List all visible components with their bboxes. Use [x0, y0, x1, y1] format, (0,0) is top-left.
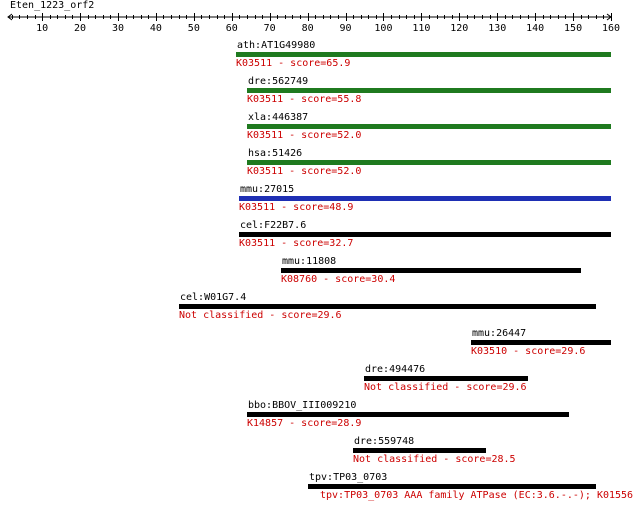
hit-name: dre:494476: [365, 364, 426, 375]
hit-name: cel:F22B7.6: [240, 220, 307, 231]
axis-tick-label: 140: [526, 23, 544, 34]
hit-annotation-link[interactable]: Not classified - score=29.6: [179, 310, 342, 321]
hit-alignment-bar[interactable]: [247, 412, 569, 417]
hit-alignment-bar[interactable]: [236, 52, 611, 57]
hit-alignment-bar[interactable]: [281, 268, 581, 273]
hit-name: ath:AT1G49980: [237, 40, 316, 51]
axis-tick-label: 70: [264, 23, 276, 34]
axis-tick-label: 10: [36, 23, 48, 34]
hit-annotation-link[interactable]: K03511 - score=65.9: [236, 58, 351, 69]
axis-tick-label: 40: [150, 23, 162, 34]
hit-annotation-link[interactable]: K03511 - score=52.0: [247, 166, 362, 177]
axis-tick-label: 130: [488, 23, 506, 34]
hit-alignment-bar[interactable]: [247, 160, 611, 165]
hit-name: mmu:26447: [472, 328, 527, 339]
hit-alignment-bar[interactable]: [239, 232, 611, 237]
hit-annotation-link[interactable]: K14857 - score=28.9: [247, 418, 362, 429]
hit-alignment-bar[interactable]: [471, 340, 611, 345]
query-title: Eten_1223_orf2: [10, 0, 95, 11]
axis-tick-label: 20: [74, 23, 86, 34]
axis-tick-label: 30: [112, 23, 124, 34]
axis-tick-label: 120: [450, 23, 468, 34]
hit-annotation-link[interactable]: tpv:TP03_0703 AAA family ATPase (EC:3.6.…: [320, 490, 633, 501]
axis-tick-label: 150: [564, 23, 582, 34]
hit-alignment-bar[interactable]: [353, 448, 486, 453]
hit-name: mmu:27015: [240, 184, 295, 195]
axis-tick-label: 160: [602, 23, 620, 34]
axis-left-arrow-icon: [7, 13, 13, 21]
hit-annotation-link[interactable]: K03511 - score=52.0: [247, 130, 362, 141]
hit-name: dre:562749: [248, 76, 309, 87]
axis-tick-label: 90: [340, 23, 352, 34]
position-axis: 10 20 30 40 50 60 70 80 90 100 110 120 130 140 150 160: [7, 13, 620, 34]
hit-annotation-link[interactable]: K03511 - score=55.8: [247, 94, 362, 105]
hit-annotation-link[interactable]: Not classified - score=29.6: [364, 382, 527, 393]
axis-tick-label: 80: [302, 23, 314, 34]
hit-alignment-bar[interactable]: [247, 88, 611, 93]
hit-name: tpv:TP03_0703: [309, 472, 388, 483]
axis-tick-label: 50: [188, 23, 200, 34]
hit-alignment-bar[interactable]: [247, 124, 611, 129]
axis-tick-label: 60: [226, 23, 238, 34]
hit-name: cel:W01G7.4: [180, 292, 247, 303]
hit-alignment-bar[interactable]: [308, 484, 596, 489]
hit-name: mmu:11808: [282, 256, 337, 267]
hit-annotation-link[interactable]: Not classified - score=28.5: [353, 454, 516, 465]
hit-name: xla:446387: [248, 112, 309, 123]
hit-annotation-link[interactable]: K03510 - score=29.6: [471, 346, 586, 357]
hit-name: hsa:51426: [248, 148, 303, 159]
hit-annotation-link[interactable]: K08760 - score=30.4: [281, 274, 396, 285]
hit-name: bbo:BBOV_III009210: [248, 400, 357, 411]
hit-alignment-bar[interactable]: [364, 376, 528, 381]
axis-tick-label: 110: [412, 23, 430, 34]
hit-annotation-link[interactable]: K03511 - score=32.7: [239, 238, 354, 249]
hit-name: dre:559748: [354, 436, 415, 447]
hit-alignment-bar[interactable]: [239, 196, 611, 201]
axis-tick-label: 100: [374, 23, 392, 34]
hit-alignment-bar[interactable]: [179, 304, 596, 309]
hit-annotation-link[interactable]: K03511 - score=48.9: [239, 202, 354, 213]
